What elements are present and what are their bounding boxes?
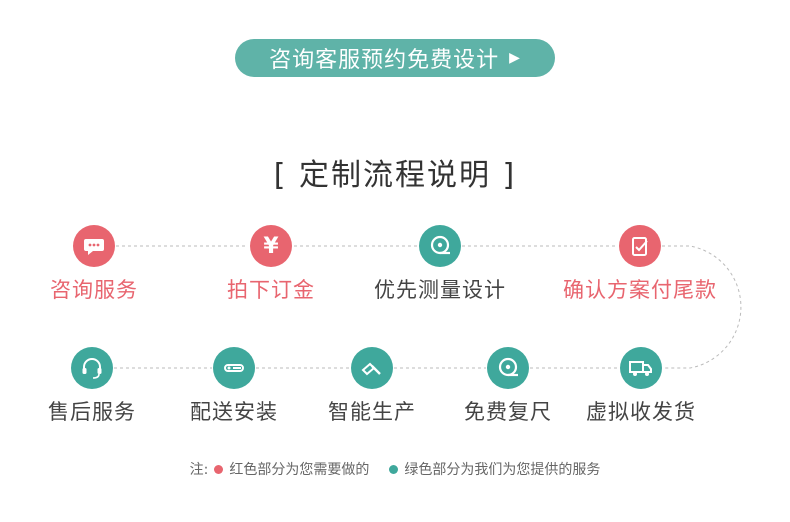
section-title: [ 定制流程说明 ] (273, 158, 517, 193)
hammer-icon (351, 347, 393, 389)
wrench-icon (213, 347, 255, 389)
step-label: 虚拟收发货 (586, 400, 696, 424)
green-dot-icon (389, 464, 399, 474)
tape-measure-icon (487, 347, 529, 389)
step-label: 确认方案付尾款 (563, 278, 717, 302)
step-label: 配送安装 (190, 400, 278, 424)
step-pay-deposit: ¥ 拍下订金 (196, 225, 346, 304)
play-icon: ▶ (509, 50, 521, 66)
consult-cta-button[interactable]: 咨询客服预约免费设计 ▶ (235, 39, 555, 77)
headset-icon (71, 347, 113, 389)
checklist-icon (619, 225, 661, 267)
yen-icon: ¥ (250, 225, 292, 267)
step-after-sales: 售后服务 (17, 347, 167, 426)
step-delivery-install: 配送安装 (159, 347, 309, 426)
step-free-remeasure: 免费复尺 (433, 347, 583, 426)
red-dot-icon (214, 464, 224, 474)
truck-icon (620, 347, 662, 389)
step-virtual-shipping: 虚拟收发货 (566, 347, 716, 426)
cta-label: 咨询客服预约免费设计 (269, 48, 500, 73)
step-confirm-pay-balance: 确认方案付尾款 (563, 225, 717, 304)
legend-note: 注: 红色部分为您需要做的 绿色部分为我们为您提供的服务 (0, 459, 790, 479)
step-label: 免费复尺 (464, 400, 552, 424)
chat-bubble-icon (73, 225, 115, 267)
step-smart-production: 智能生产 (297, 347, 447, 426)
step-consult-service: 咨询服务 (19, 225, 169, 304)
note-prefix: 注: (189, 462, 209, 478)
step-label: 优先测量设计 (374, 278, 506, 302)
step-measure-design: 优先测量设计 (365, 225, 515, 304)
step-label: 售后服务 (48, 400, 136, 424)
note-red-text: 红色部分为您需要做的 (229, 462, 370, 478)
note-green-text: 绿色部分为我们为您提供的服务 (404, 462, 601, 478)
tape-measure-icon (419, 225, 461, 267)
step-label: 智能生产 (328, 400, 416, 424)
step-label: 咨询服务 (50, 278, 138, 302)
step-label: 拍下订金 (227, 278, 315, 302)
